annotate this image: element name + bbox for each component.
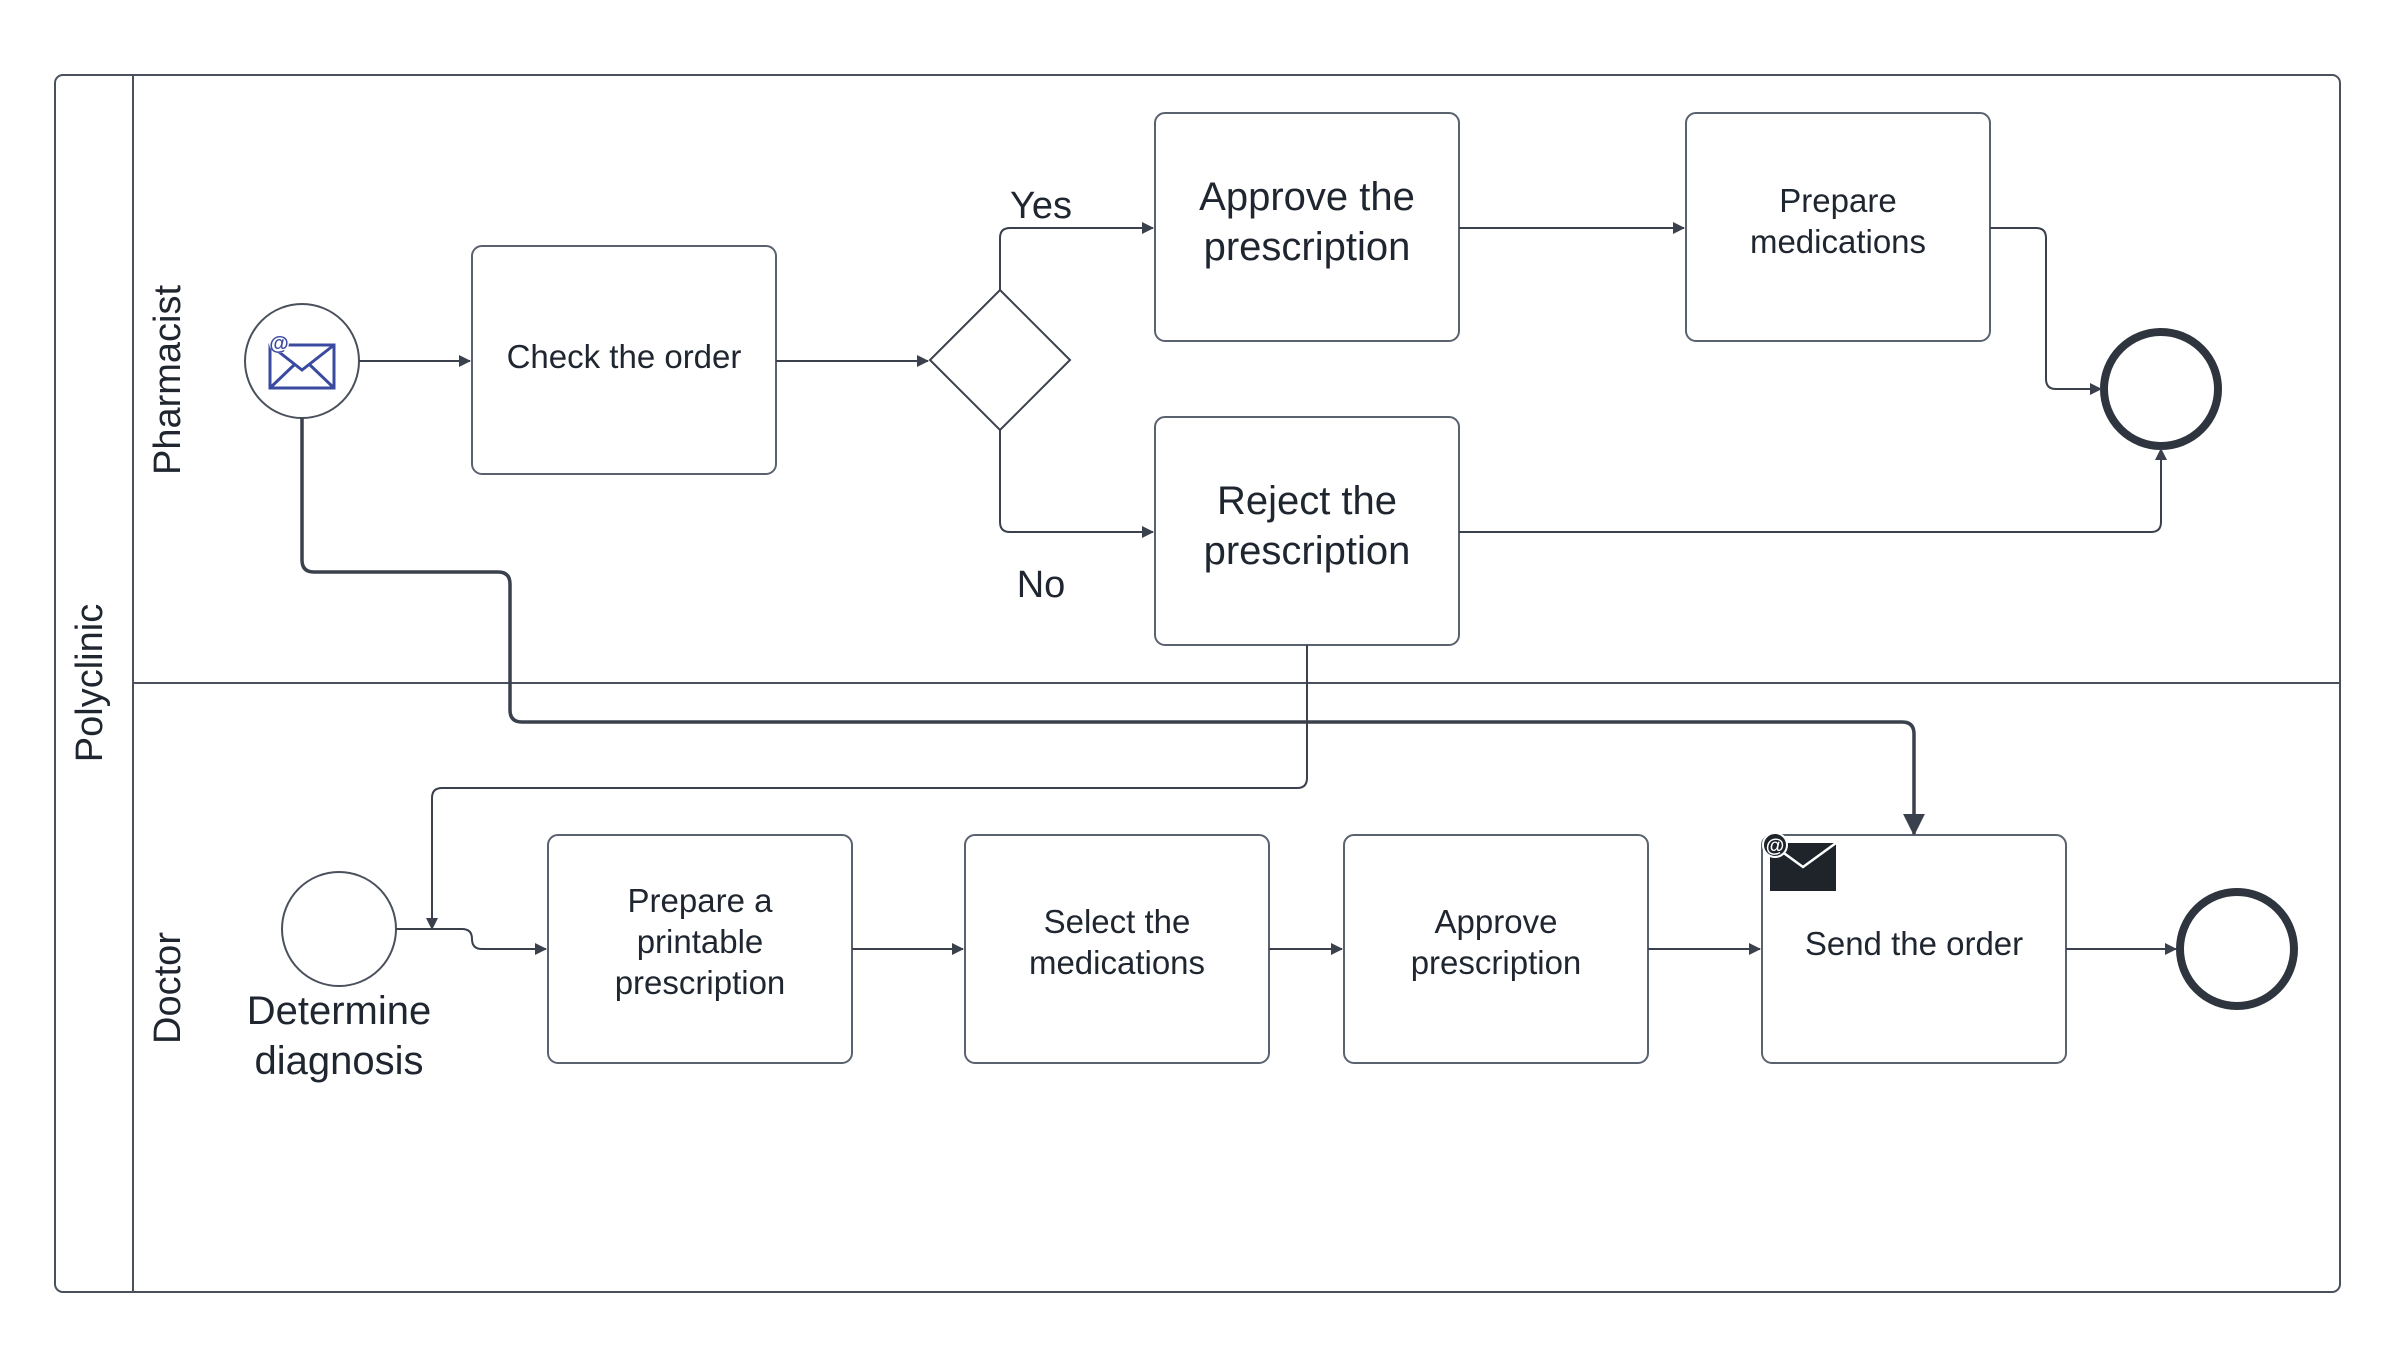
lane-label-pharmacist: Pharmacist (147, 285, 189, 475)
flow-reject-to-end (1459, 448, 2167, 533)
task-label-line2: prescription (1204, 529, 1411, 573)
task-label: Send the order (1805, 925, 2023, 962)
pool-label: Polyclinic (69, 604, 111, 762)
start-event-determine-diagnosis[interactable] (281, 871, 397, 987)
flow-message-to-send-order (300, 418, 1925, 836)
svg-text:@: @ (1766, 836, 1785, 857)
svg-text:@: @ (269, 333, 289, 355)
gateway-no-label: No (1017, 564, 1066, 606)
task-approve-the-prescription[interactable]: Approve the prescription (1154, 112, 1460, 342)
task-label: Check the order (507, 338, 742, 375)
task-label-line2: printable (637, 923, 764, 960)
task-label-line1: Prepare a (628, 882, 774, 919)
task-approve-prescription[interactable]: Approve prescription (1343, 834, 1649, 1064)
flow-gateway-yes (999, 222, 1154, 290)
task-label-line2: medications (1750, 223, 1926, 260)
envelope-at-filled-icon: @ (1762, 832, 1837, 891)
task-reject-the-prescription[interactable]: Reject the prescription (1154, 416, 1460, 646)
exclusive-gateway[interactable] (928, 288, 1072, 432)
task-label-line3: prescription (615, 964, 786, 1001)
flow-diagnosis-to-printable (396, 928, 547, 955)
start-event-label-line2: diagnosis (254, 1039, 423, 1083)
flow-gateway-no (999, 430, 1154, 538)
envelope-at-icon: @ (268, 333, 336, 390)
task-label-line2: prescription (1204, 225, 1411, 269)
task-label-line1: Prepare (1779, 182, 1896, 219)
task-check-order[interactable]: Check the order (471, 245, 777, 475)
message-start-event[interactable]: @ (244, 303, 360, 419)
task-label-line1: Select the (1044, 903, 1191, 940)
lane-label-doctor: Doctor (147, 932, 189, 1044)
flow-reject-to-diagnosis (426, 645, 1308, 930)
flows (300, 222, 2177, 955)
gateway-yes-label: Yes (1010, 185, 1072, 227)
start-event-label-line1: Determine (247, 989, 432, 1033)
task-prepare-printable-prescription[interactable]: Prepare a printable prescription (547, 834, 853, 1064)
flow-prepare-to-end (1990, 227, 2102, 395)
task-label-line2: prescription (1411, 944, 1582, 981)
task-label-line1: Reject the (1217, 479, 1397, 523)
task-prepare-medications[interactable]: Prepare medications (1685, 112, 1991, 342)
task-select-the-medications[interactable]: Select the medications (964, 834, 1270, 1064)
task-label-line2: medications (1029, 944, 1205, 981)
pharmacist-end-event[interactable] (2100, 328, 2222, 450)
doctor-end-event[interactable] (2176, 888, 2298, 1010)
task-send-the-order[interactable]: @ Send the order (1761, 832, 2067, 1064)
pool: Polyclinic Pharmacist Doctor (54, 74, 2341, 1293)
task-label-line1: Approve the (1199, 175, 1415, 219)
task-label-line1: Approve (1435, 903, 1558, 940)
